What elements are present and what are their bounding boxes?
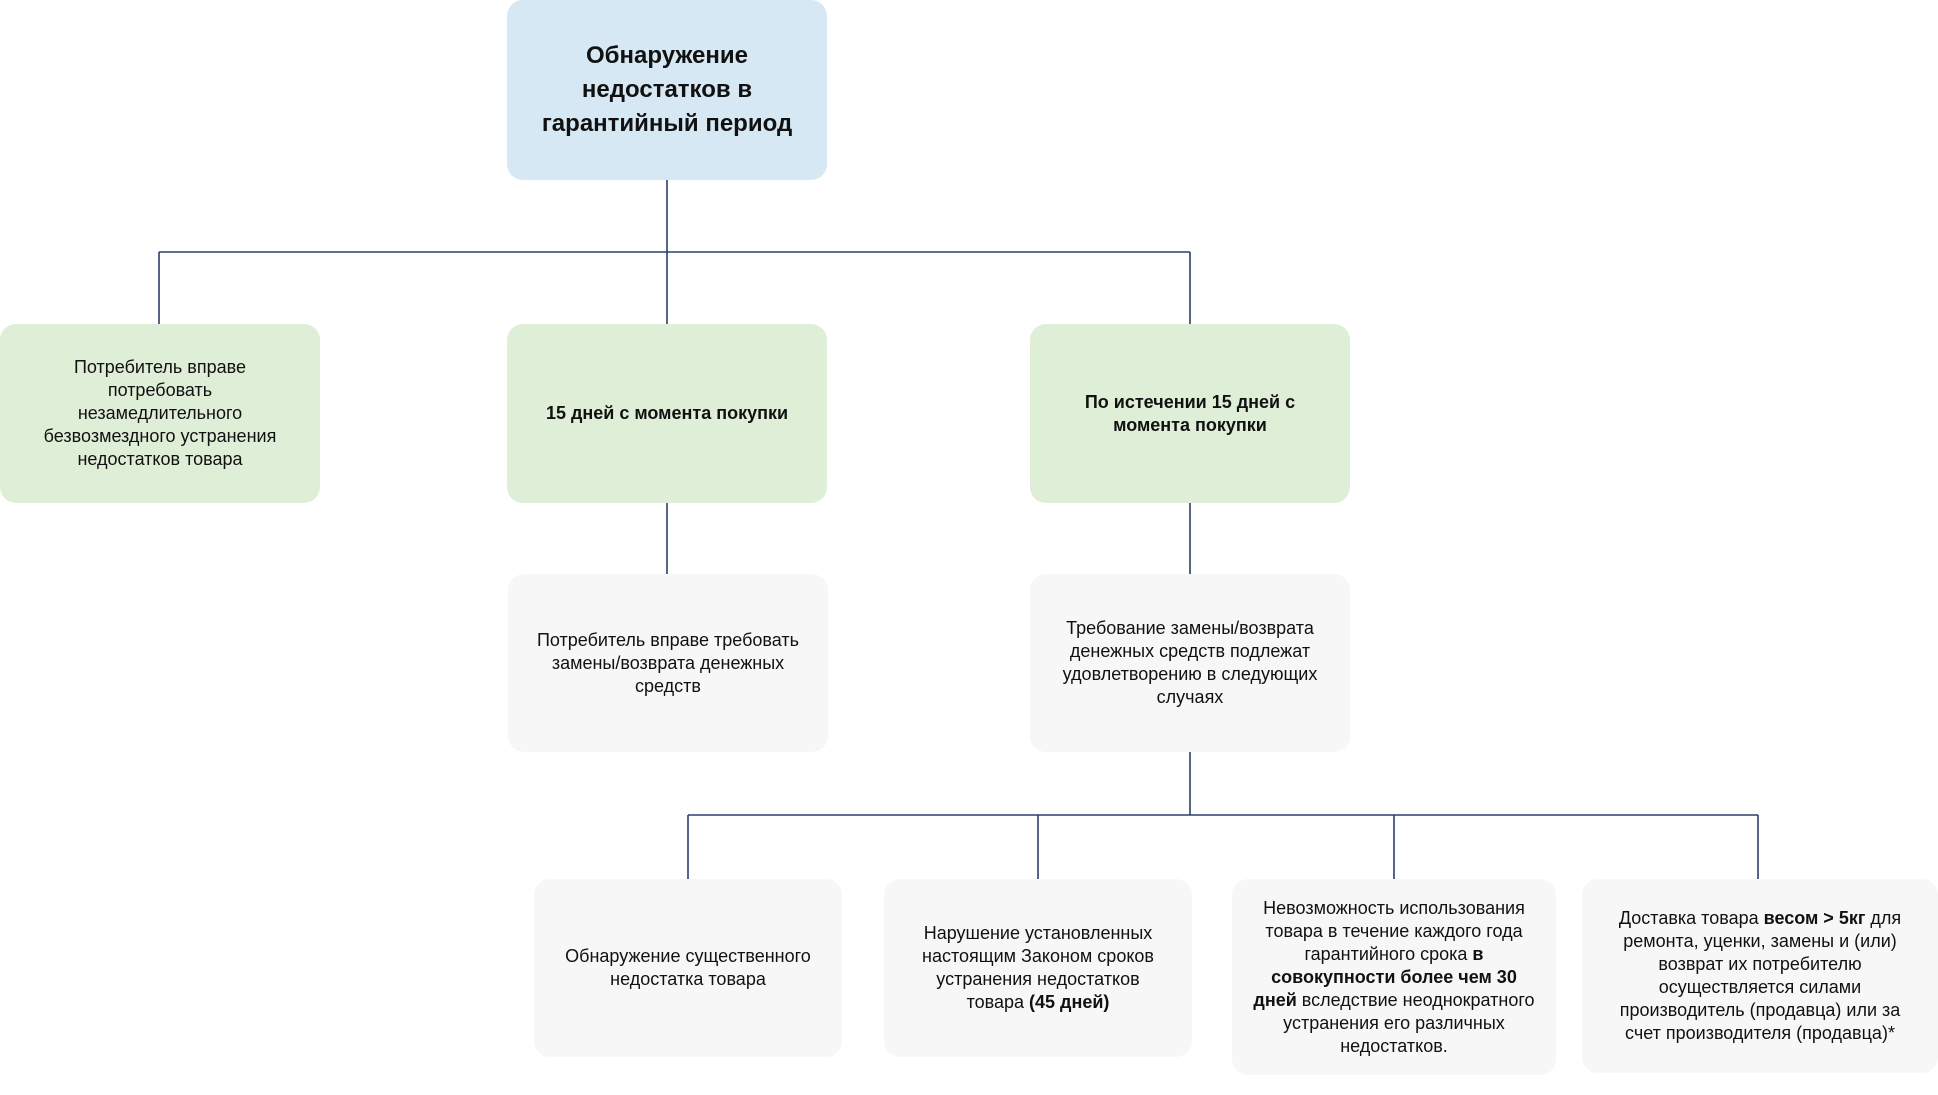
- case-unusable-bold: в совокупности более чем 30 дней: [1253, 943, 1517, 1010]
- node-requirement-cases: Требование замены/возврата денежных сред…: [1030, 574, 1350, 752]
- case-deadline-bold: (45 дней): [1029, 992, 1110, 1012]
- case-significant-defect-label: Обнаружение существенного недостатка тов…: [565, 946, 811, 989]
- node-15-days-label: 15 дней с момента покупки: [545, 403, 789, 423]
- case-unusable-30-days: Невозможность использования товара в теч…: [1232, 879, 1556, 1075]
- node-immediate-repair-label: Потребитель вправе потребовать незамедли…: [43, 357, 277, 469]
- root-node: Обнаружение недостатков в гарантийный пе…: [507, 0, 827, 180]
- case-delivery-bold: весом > 5кг: [1763, 908, 1866, 928]
- node-replace-refund-right-label: Потребитель вправе требовать замены/возв…: [536, 629, 799, 696]
- node-requirement-cases-label: Требование замены/возврата денежных сред…: [1062, 618, 1318, 707]
- case-heavy-delivery: Доставка товара весом > 5кг для ремонта,…: [1582, 879, 1938, 1073]
- case-delivery-text-1: Доставка товара: [1618, 908, 1764, 928]
- node-replace-refund-right: Потребитель вправе требовать замены/возв…: [508, 574, 828, 752]
- node-after-15-days: По истечении 15 дней с момента покупки: [1030, 324, 1350, 503]
- case-unusable-text-1: Невозможность использования товара в теч…: [1263, 897, 1525, 964]
- root-label: Обнаружение недостатков в гарантийный пе…: [541, 42, 793, 137]
- case-delivery-text-2: для ремонта, уценки, замены и (или) возв…: [1619, 908, 1902, 1043]
- node-after-15-days-label: По истечении 15 дней с момента покупки: [1084, 391, 1296, 435]
- case-deadline-text: Нарушение установленных настоящим Законо…: [922, 923, 1154, 1012]
- case-significant-defect: Обнаружение существенного недостатка тов…: [534, 879, 842, 1057]
- case-deadline-violation: Нарушение установленных настоящим Законо…: [884, 879, 1192, 1057]
- case-unusable-text-2: вследствие неоднократного устранения его…: [1283, 989, 1535, 1056]
- node-immediate-repair: Потребитель вправе потребовать незамедли…: [0, 324, 320, 503]
- node-15-days: 15 дней с момента покупки: [507, 324, 827, 503]
